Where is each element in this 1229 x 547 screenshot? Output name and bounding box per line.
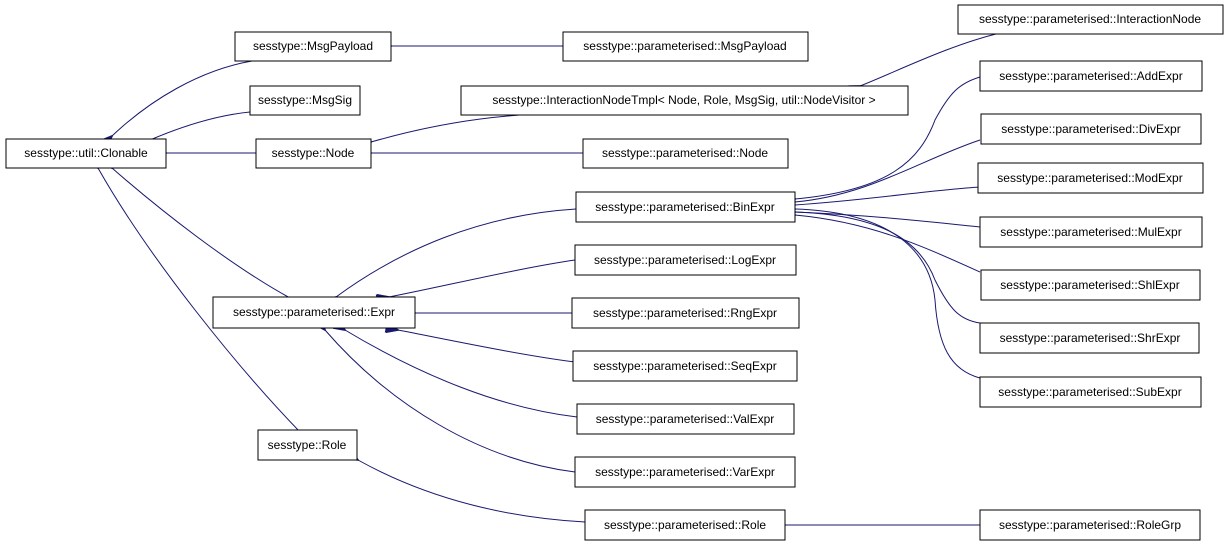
node-varexpr-label: sesstype::parameterised::VarExpr [595,465,775,479]
node-logexpr-label: sesstype::parameterised::LogExpr [594,253,776,267]
nodes: sesstype::util::Clonable sesstype::MsgPa… [5,4,1224,541]
node-binexpr[interactable]: sesstype::parameterised::BinExpr [575,191,796,223]
node-p-msgpayload[interactable]: sesstype::parameterised::MsgPayload [562,31,809,62]
node-seqexpr-label: sesstype::parameterised::SeqExpr [593,359,776,373]
node-addexpr[interactable]: sesstype::parameterised::AddExpr [979,60,1203,92]
node-rngexpr-label: sesstype::parameterised::RngExpr [593,306,777,320]
edge-msgpayload-clonable [112,60,253,136]
node-msgsig[interactable]: sesstype::MsgSig [249,85,361,116]
edge-logexpr-expr [389,259,576,297]
node-role-label: sesstype::Role [268,438,347,452]
node-node[interactable]: sesstype::Node [255,138,372,169]
edge-divexpr-binexpr [795,139,981,202]
edge-subexpr-binexpr [795,209,981,379]
node-p-node[interactable]: sesstype::parameterised::Node [582,138,789,169]
node-modexpr-label: sesstype::parameterised::ModExpr [997,171,1182,185]
node-divexpr-label: sesstype::parameterised::DivExpr [1001,122,1180,136]
node-modexpr[interactable]: sesstype::parameterised::ModExpr [977,162,1204,194]
node-p-role-label: sesstype::parameterised::Role [604,518,766,532]
edge-binexpr-expr [336,208,577,297]
node-interactiontmpl-label: sesstype::InteractionNodeTmpl< Node, Rol… [492,93,875,107]
edge-prole-role [358,460,586,523]
node-interactionnode-label: sesstype::parameterised::InteractionNode [979,12,1201,26]
node-subexpr-label: sesstype::parameterised::SubExpr [998,385,1181,399]
edge-interactionnode-tmpl [860,32,1001,86]
edge-varexpr-expr [325,330,576,473]
node-interactionnode[interactable]: sesstype::parameterised::InteractionNode [957,4,1224,35]
node-clonable-label: sesstype::util::Clonable [24,146,148,160]
edge-role-clonable [98,168,301,433]
node-subexpr[interactable]: sesstype::parameterised::SubExpr [979,376,1202,408]
node-shlexpr[interactable]: sesstype::parameterised::ShlExpr [980,269,1201,301]
node-interactiontmpl[interactable]: sesstype::InteractionNodeTmpl< Node, Rol… [460,85,909,116]
node-msgpayload-label: sesstype::MsgPayload [253,39,373,53]
node-rolegrp-label: sesstype::parameterised::RoleGrp [999,518,1181,532]
edge-msgsig-clonable [150,111,251,140]
node-shlexpr-label: sesstype::parameterised::ShlExpr [1000,278,1179,292]
node-rngexpr[interactable]: sesstype::parameterised::RngExpr [571,297,800,329]
node-msgpayload[interactable]: sesstype::MsgPayload [234,31,392,62]
node-msgsig-label: sesstype::MsgSig [258,93,352,107]
node-mulexpr[interactable]: sesstype::parameterised::MulExpr [979,216,1203,248]
node-valexpr[interactable]: sesstype::parameterised::ValExpr [576,403,795,435]
edge-addexpr-binexpr [795,76,981,199]
node-p-msgpayload-label: sesstype::parameterised::MsgPayload [583,39,786,53]
node-valexpr-label: sesstype::parameterised::ValExpr [596,412,775,426]
edge-shrexpr-binexpr [795,212,981,324]
node-addexpr-label: sesstype::parameterised::AddExpr [999,69,1182,83]
node-shrexpr-label: sesstype::parameterised::ShrExpr [1000,331,1181,345]
node-clonable[interactable]: sesstype::util::Clonable [5,138,167,169]
node-role[interactable]: sesstype::Role [257,429,358,461]
edge-mulexpr-binexpr [795,212,981,228]
node-node-label: sesstype::Node [272,146,355,160]
node-seqexpr[interactable]: sesstype::parameterised::SeqExpr [572,350,798,382]
node-logexpr[interactable]: sesstype::parameterised::LogExpr [574,244,797,276]
edge-modexpr-binexpr [795,186,981,205]
node-mulexpr-label: sesstype::parameterised::MulExpr [1000,225,1181,239]
edge-seqexpr-expr [398,330,576,363]
edge-expr-clonable [112,168,291,299]
edge-shlexpr-binexpr [795,215,981,273]
node-divexpr[interactable]: sesstype::parameterised::DivExpr [980,113,1202,145]
edge-valexpr-expr [345,330,578,418]
edges [98,32,1001,525]
node-rolegrp[interactable]: sesstype::parameterised::RoleGrp [979,509,1201,541]
node-varexpr[interactable]: sesstype::parameterised::VarExpr [574,456,796,488]
node-shrexpr[interactable]: sesstype::parameterised::ShrExpr [979,322,1200,354]
node-p-node-label: sesstype::parameterised::Node [602,146,768,160]
node-expr-label: sesstype::parameterised::Expr [233,305,395,319]
node-expr[interactable]: sesstype::parameterised::Expr [212,296,416,329]
node-p-role[interactable]: sesstype::parameterised::Role [584,509,786,541]
node-binexpr-label: sesstype::parameterised::BinExpr [595,200,774,214]
edge-interactiontmpl-node [371,112,561,142]
